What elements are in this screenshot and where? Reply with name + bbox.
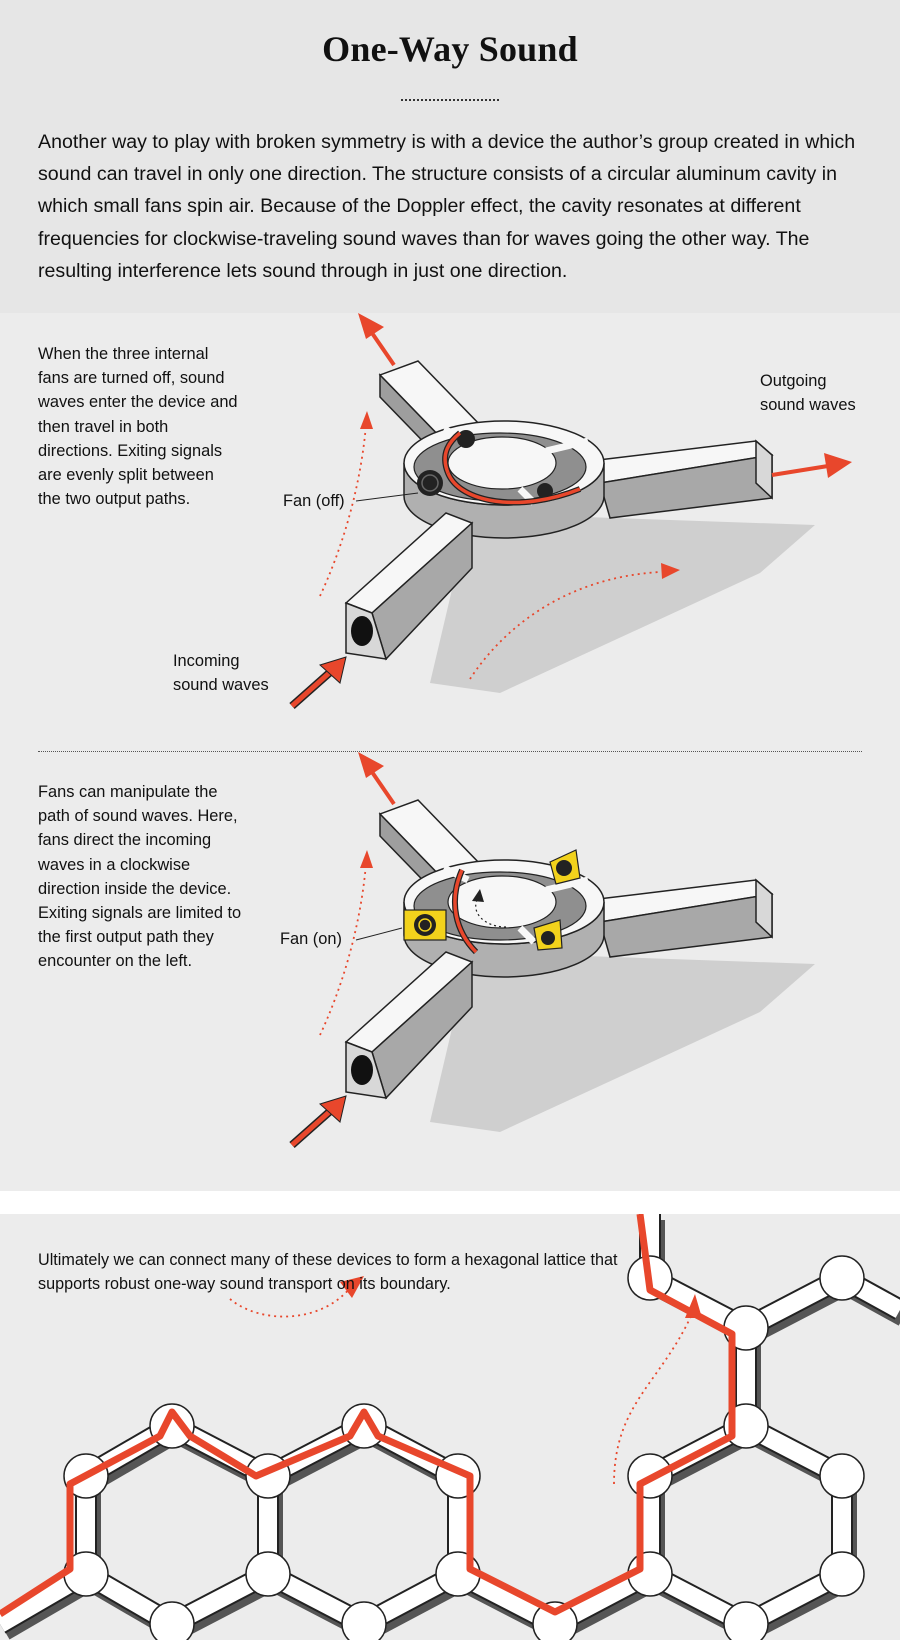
hexagonal-lattice — [0, 1214, 900, 1640]
header: One-Way Sound Another way to play with b… — [0, 0, 900, 313]
incoming-label: Incoming sound waves — [173, 652, 269, 694]
boundary-path — [0, 1214, 736, 1617]
device-fans-on — [289, 752, 815, 1148]
lattice-panel: Ultimately we can connect many of these … — [0, 1214, 900, 1640]
title-rule — [401, 99, 499, 101]
page-title: One-Way Sound — [322, 29, 578, 69]
lattice-text: Ultimately we can connect many of these … — [38, 1251, 618, 1294]
panel-divider — [38, 751, 862, 752]
fan-off-label: Fan (off) — [283, 492, 345, 510]
intro-text: Another way to play with broken symmetry… — [38, 131, 856, 282]
outgoing-label: Outgoing sound waves — [760, 372, 856, 414]
fan-on-label: Fan (on) — [280, 930, 342, 948]
panel1-text: When the three internal fans are turned … — [38, 345, 238, 509]
fan-off-icon — [417, 470, 443, 496]
panel2-text: Fans can manipulate the path of sound wa… — [38, 783, 242, 971]
device-fans-off — [289, 313, 852, 709]
